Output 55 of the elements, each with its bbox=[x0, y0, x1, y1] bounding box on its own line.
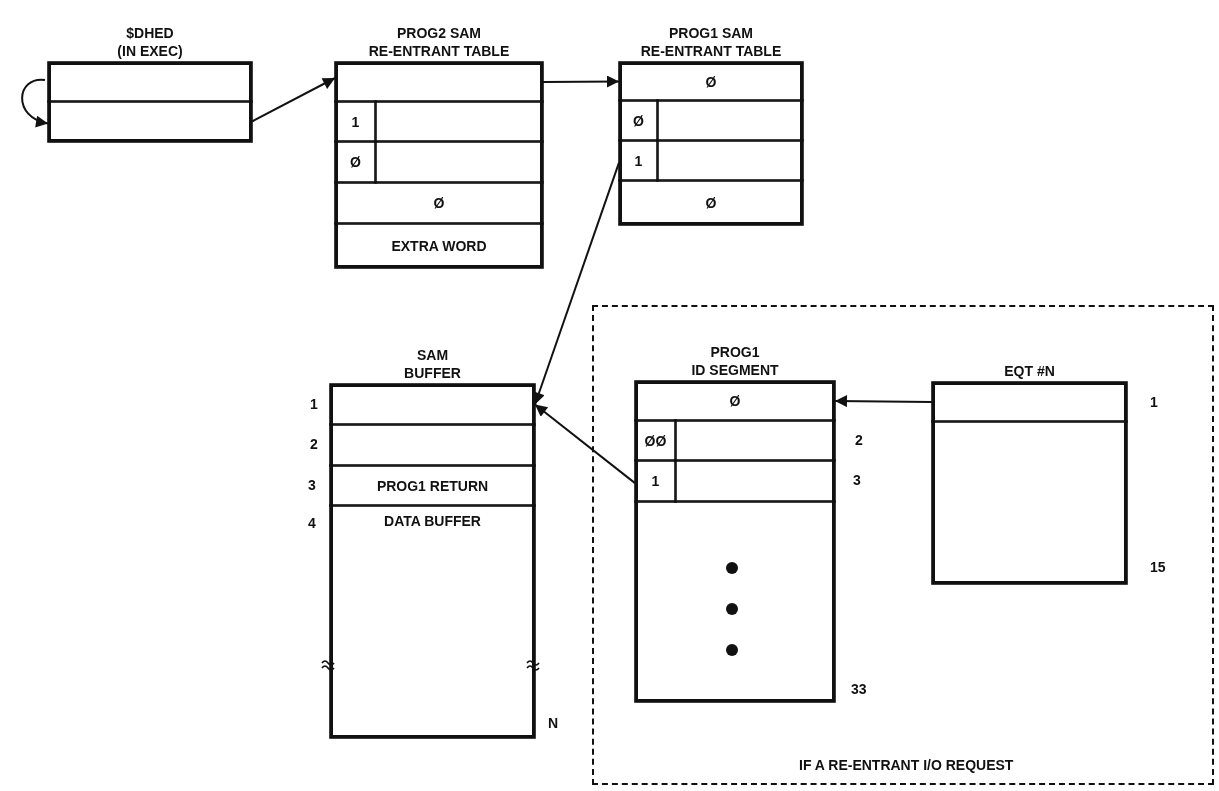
table-row bbox=[335, 223, 543, 268]
table-row bbox=[375, 141, 543, 183]
entry-text: 1 bbox=[351, 113, 360, 130]
table-heading: EQT #N bbox=[1004, 361, 1055, 380]
table-heading: SAM BUFFER bbox=[404, 345, 461, 382]
word-number: N bbox=[548, 715, 559, 731]
entry-text: ØØ bbox=[644, 432, 667, 449]
word-number: 3 bbox=[853, 472, 861, 488]
word-number: 1 bbox=[1150, 394, 1158, 410]
arrow bbox=[834, 395, 933, 408]
entry-text: Ø bbox=[705, 73, 717, 90]
table-row bbox=[635, 381, 835, 421]
table-row bbox=[619, 180, 803, 225]
word-number: 3 bbox=[308, 477, 316, 493]
table-row bbox=[619, 100, 658, 141]
table-row bbox=[619, 140, 658, 181]
table-heading: PROG1 ID SEGMENT bbox=[691, 342, 779, 379]
entry-text: Ø bbox=[350, 154, 361, 170]
table-row bbox=[335, 62, 543, 102]
entry-text: EXTRA WORD bbox=[391, 237, 487, 254]
word-number: 2 bbox=[855, 432, 863, 448]
word-number: 15 bbox=[1150, 559, 1166, 575]
arrow bbox=[251, 77, 336, 123]
entry-text: 1 bbox=[634, 152, 643, 169]
table-heading: PROG1 SAM RE-ENTRANT TABLE bbox=[640, 23, 782, 60]
word-number: 2 bbox=[310, 436, 318, 452]
table-row bbox=[657, 140, 803, 181]
table-row bbox=[335, 182, 543, 224]
table-row bbox=[48, 101, 252, 142]
dashed-region bbox=[592, 305, 1214, 785]
arrow bbox=[21, 78, 49, 127]
entry-text: Ø bbox=[633, 112, 644, 129]
arrow bbox=[542, 75, 620, 88]
arrow bbox=[533, 161, 620, 406]
table-row bbox=[375, 101, 543, 142]
table-row bbox=[635, 420, 676, 461]
table-heading: $DHED (IN EXEC) bbox=[117, 23, 183, 60]
entry-text: 1 bbox=[651, 473, 660, 489]
table-row bbox=[635, 460, 676, 502]
table-row bbox=[335, 141, 376, 183]
table-heading: PROG2 SAM RE-ENTRANT TABLE bbox=[368, 23, 510, 60]
table-row bbox=[619, 62, 803, 101]
arrow bbox=[534, 403, 636, 485]
entry-text: Ø bbox=[705, 194, 717, 211]
entry-text: PROG1 RETURN bbox=[376, 477, 489, 494]
word-number: 33 bbox=[851, 681, 867, 697]
entry-text: Ø bbox=[729, 393, 741, 409]
word-number: 4 bbox=[308, 515, 316, 531]
table-row bbox=[48, 62, 252, 102]
entry-text: Ø bbox=[433, 195, 445, 211]
table-row bbox=[657, 100, 803, 141]
region-note: IF A RE-ENTRANT I/O REQUEST bbox=[799, 757, 1014, 773]
entry-text: DATA BUFFER bbox=[384, 513, 481, 529]
word-number: 1 bbox=[310, 396, 318, 412]
table-row bbox=[335, 101, 376, 142]
